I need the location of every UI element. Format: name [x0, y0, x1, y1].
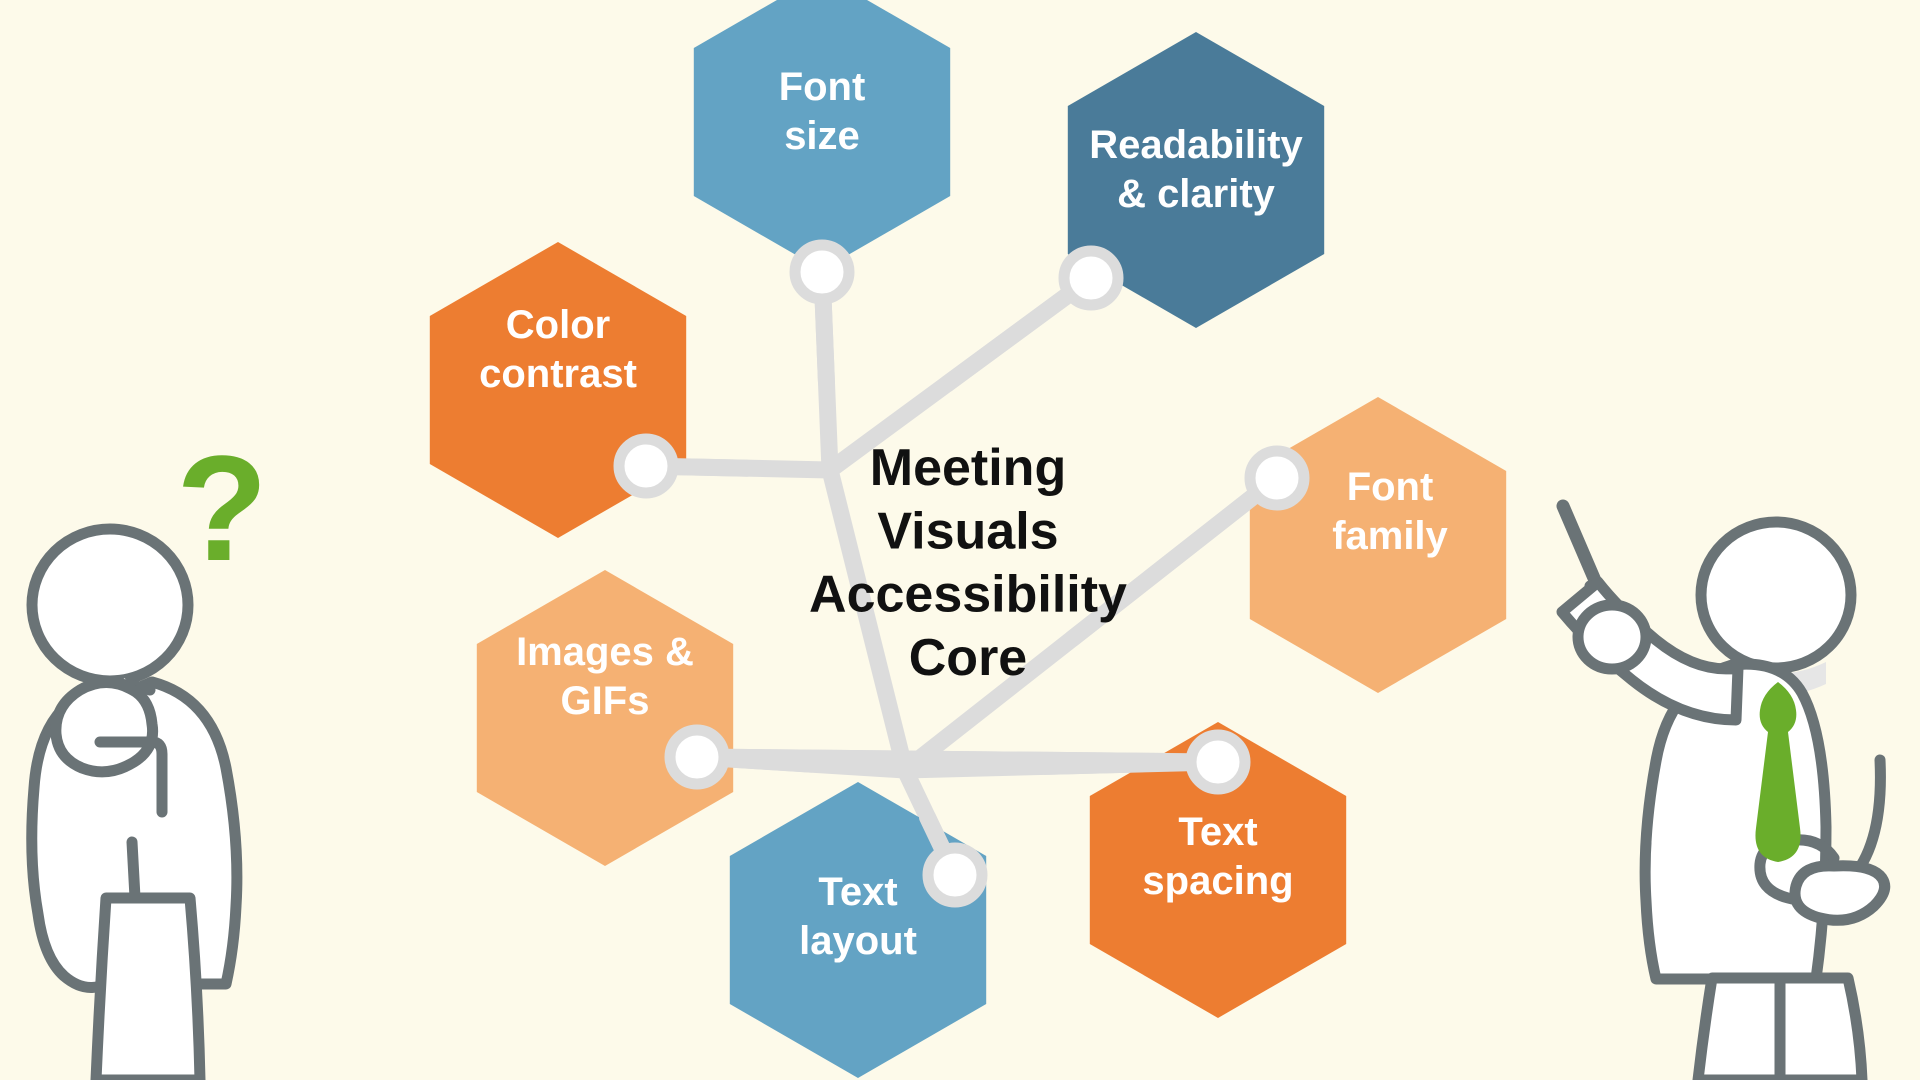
connector-line-hub-link	[821, 461, 914, 779]
hexagon-text-layout[interactable]	[729, 782, 987, 1078]
hexagon-readability-clarity[interactable]	[1067, 32, 1325, 328]
presenter-hand	[1572, 599, 1652, 675]
hexagon-nodes	[429, 0, 1507, 1078]
connector-nodes	[613, 239, 1310, 908]
hexagon-font-size[interactable]	[693, 0, 951, 270]
presenter-head	[1695, 516, 1857, 674]
connector-node-readability-clarity[interactable]	[1058, 245, 1124, 311]
connector-node-text-layout[interactable]	[922, 842, 988, 908]
thinking-person-hand	[50, 677, 159, 778]
hexagon-label-readability-clarity: Readability& clarity	[1089, 123, 1303, 216]
thinking-person-leg-body	[90, 892, 206, 1080]
connector-node-images-gifs[interactable]	[664, 724, 730, 790]
connector-line-stub	[1063, 469, 1286, 648]
connector-node-font-size[interactable]	[789, 239, 855, 305]
presenter-hip-hand	[1789, 860, 1891, 926]
question-mark-icon: ?	[176, 424, 268, 592]
connector-line-horizontal-stub	[688, 748, 1227, 771]
hexagon-font-family[interactable]	[1249, 397, 1507, 693]
hexagon-images-gifs[interactable]	[476, 570, 734, 866]
necktie-icon	[1755, 682, 1801, 862]
thinking-person-head	[26, 523, 194, 687]
hexagon-text-spacing[interactable]	[1089, 722, 1347, 1018]
connector-node-text-spacing[interactable]	[1185, 729, 1251, 795]
connector-node-color-contrast[interactable]	[613, 433, 679, 499]
thinking-person-figure: ?	[26, 424, 268, 1080]
connector-node-font-family[interactable]	[1244, 445, 1310, 511]
presenter-person-figure	[1556, 499, 1891, 1080]
hexagon-label-images-gifs: Images &GIFs	[516, 630, 694, 723]
thinking-person-forearm-line	[94, 736, 168, 818]
